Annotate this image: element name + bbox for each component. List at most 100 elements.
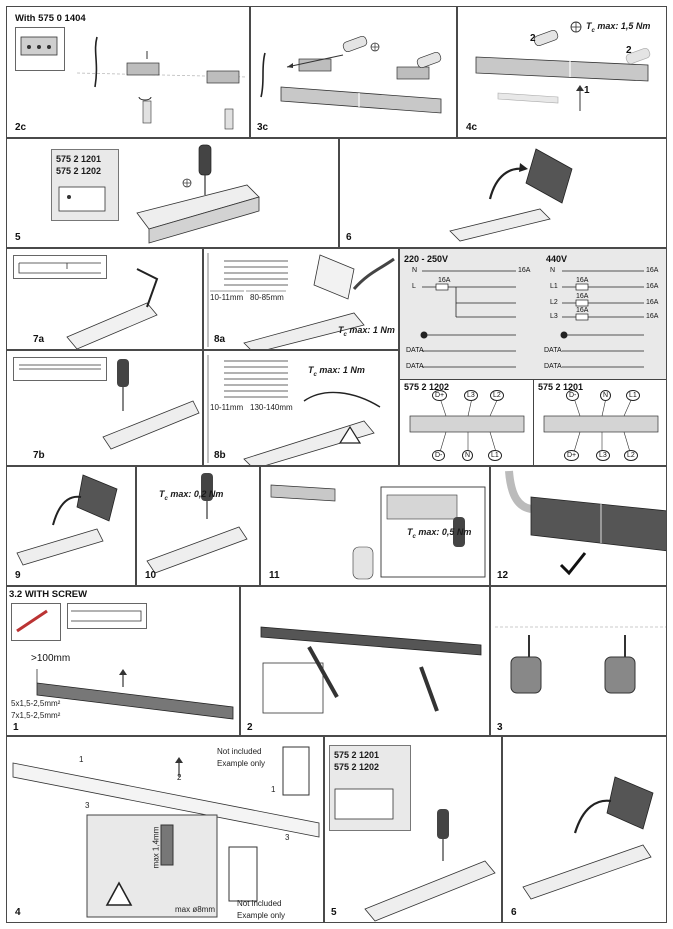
arrow-label-3a: 3 <box>85 801 90 810</box>
panel-32-2: 2 <box>240 586 490 736</box>
out-n: 16A <box>646 267 659 274</box>
torque-label-4c: Tc max: 1,5 Nm <box>586 21 650 37</box>
code-1: 575 2 1201 <box>56 154 102 164</box>
torque-label-11: Tc max: 0,5 Nm <box>407 527 471 543</box>
step-7b: 7b <box>33 450 45 461</box>
panel-7b: 7b <box>6 350 203 466</box>
voltage-220-250: 220 - 250V <box>404 254 449 264</box>
step-b5: 5 <box>331 907 337 918</box>
fuse-l2: 16A <box>576 293 589 300</box>
term-a-top-2: L3 <box>464 390 478 401</box>
step-8b: 8b <box>214 450 226 461</box>
terminal-drawing-a <box>409 397 525 453</box>
panel-3c: 3c <box>250 6 457 138</box>
wire-spec-2: 7x1,5-2,5mm² <box>11 711 61 720</box>
screw-drawing-10 <box>146 473 248 574</box>
term-a-top-3: L2 <box>490 390 504 401</box>
torque-value: max: 1,5 Nm <box>597 21 651 31</box>
cover-drawing-9 <box>16 474 118 566</box>
panel-32-1: 3.2 WITH SCREW >100mm 5x1,5-2,5mm² 7x1,5… <box>6 586 240 736</box>
cutting-drawing <box>18 262 159 349</box>
step-8a: 8a <box>214 334 226 345</box>
dim-max-diameter: max ø8mm <box>175 905 215 914</box>
arrow-label-2b: 2 <box>626 45 632 56</box>
wiring-panel: 220 - 250V 440V N L DATA DATA 16A 16A N … <box>399 248 667 466</box>
torque-symbol: T <box>338 325 344 335</box>
arrow-label-1b: 1 <box>271 785 276 794</box>
row-data1-left: DATA <box>406 347 424 354</box>
panel-2c: With 575 0 1404 2c <box>6 6 250 138</box>
connector-mount-drawing <box>58 144 260 244</box>
rail-tightening-drawing <box>475 21 651 111</box>
panel-6: 6 <box>339 138 667 248</box>
rail-drawing <box>260 35 442 114</box>
step-12: 12 <box>497 570 509 581</box>
profile-icon-box <box>13 255 107 279</box>
profile-icon-box-c <box>67 603 147 629</box>
installed-rail-drawing <box>505 470 666 576</box>
panel-4c: 2 2 1 Tc max: 1,5 Nm 4c <box>457 6 667 138</box>
code-1-b5: 575 2 1201 <box>334 750 380 760</box>
dim-strip-short-b: 10-11mm <box>210 403 244 412</box>
row-data2-right: DATA <box>544 363 562 370</box>
step-2c: 2c <box>15 122 27 133</box>
torque-label-8a: Tc max: 1 Nm <box>338 325 395 341</box>
term-b-top-1: D- <box>566 390 580 401</box>
torque-symbol: T <box>407 527 413 537</box>
section-title: 3.2 WITH SCREW <box>9 589 88 600</box>
terminal-drawing-b <box>543 397 659 453</box>
wire-strip-drawing <box>207 253 395 349</box>
step-32-2: 2 <box>247 722 253 733</box>
row-l1-right: L1 <box>550 283 558 290</box>
rail-end-drawing <box>270 484 486 580</box>
dim-strip-long: 80-85mm <box>250 293 284 302</box>
dim-max-thickness: max 1,4mm <box>151 826 161 869</box>
code-2: 575 2 1202 <box>56 166 102 176</box>
panel-b6: 6 <box>502 736 667 923</box>
torque-value: max: 1 Nm <box>349 325 395 335</box>
panel-8b: 10-11mm 130-140mm Tc max: 1 Nm 8b <box>203 350 399 466</box>
step-11: 11 <box>269 570 280 581</box>
cover-close-drawing <box>449 148 573 242</box>
term-b-top-2: N <box>600 390 612 401</box>
connector-drawing <box>20 36 248 130</box>
step-9: 9 <box>15 570 21 581</box>
torque-symbol: T <box>159 489 165 499</box>
panel-5: 575 2 1201 575 2 1202 5 <box>6 138 339 248</box>
row-l2-right: L2 <box>550 299 558 306</box>
torque-value: max: 1 Nm <box>319 365 365 375</box>
panel-7a: 7a <box>6 248 203 350</box>
row-data1-right: DATA <box>544 347 562 354</box>
step-6: 6 <box>346 232 352 243</box>
step-4c: 4c <box>466 122 478 133</box>
wiring-diagram <box>420 270 644 368</box>
step-10: 10 <box>145 570 157 581</box>
step-b4: 4 <box>15 907 21 918</box>
step-32-3: 3 <box>497 722 503 733</box>
fuse-l1: 16A <box>576 277 589 284</box>
arrow-label-2a: 2 <box>530 33 536 44</box>
panel-b4: Not included Example only 1 2 1 3 3 max … <box>6 736 324 923</box>
torque-subscript: c <box>343 331 347 338</box>
torque-symbol: T <box>308 365 314 375</box>
dim-strip-long-b: 130-140mm <box>250 403 293 412</box>
drill-drawing <box>495 626 666 694</box>
screw-icon-box <box>11 603 61 641</box>
terminal-box-1201: 575 2 1201 D- N L1 D+ L3 L2 <box>534 379 666 465</box>
term-b-top-3: L1 <box>626 390 640 401</box>
fuse-l3: 16A <box>576 307 589 314</box>
torque-label-8b: Tc max: 1 Nm <box>308 365 365 381</box>
torque-subscript: c <box>164 495 168 502</box>
example-only-top: Example only <box>217 759 266 768</box>
step-7a: 7a <box>33 334 45 345</box>
voltage-440: 440V <box>546 254 568 264</box>
ref-1202: 575 2 1202 <box>404 382 450 392</box>
arrow-label-1a: 1 <box>79 755 84 764</box>
torque-value: max: 0,5 Nm <box>418 527 472 537</box>
arrow-label-2: 2 <box>177 773 182 782</box>
panel-11: Tc max: 0,5 Nm 11 <box>260 466 490 586</box>
torque-label-10: Tc max: 0,2 Nm <box>159 489 223 505</box>
term-b-bot-3: L2 <box>624 450 638 461</box>
panel-9: 9 <box>6 466 136 586</box>
